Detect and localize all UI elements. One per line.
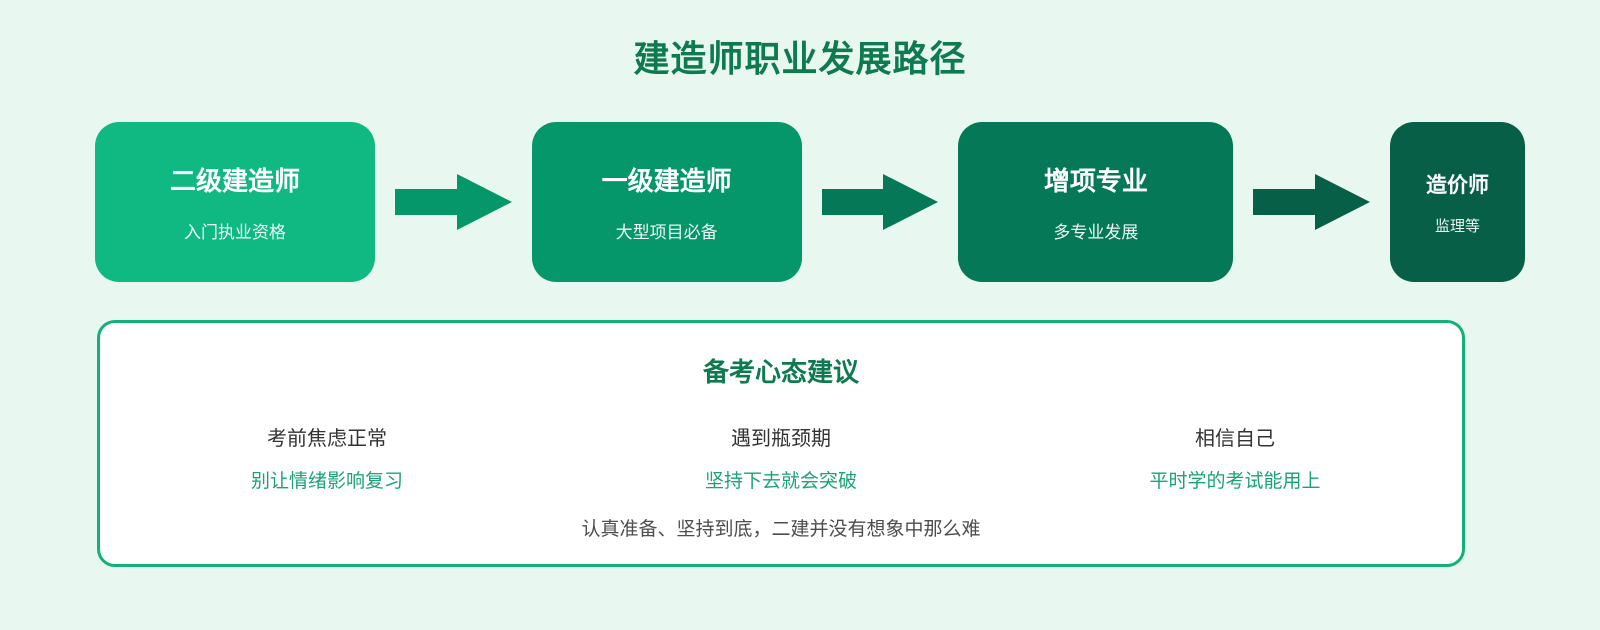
- flow-arrow-3: [1233, 174, 1390, 230]
- step-additional-specialty: 增项专业 多专业发展: [958, 122, 1234, 282]
- step-title: 增项专业: [1043, 166, 1148, 196]
- advice-item-anxiety: 考前焦虑正常 别让情绪影响复习: [100, 425, 554, 495]
- advice-heading: 相信自己: [1195, 428, 1275, 450]
- advice-tip: 坚持下去就会突破: [704, 471, 857, 492]
- step-subtitle: 大型项目必备: [615, 223, 718, 242]
- arrow-head-icon: [456, 174, 512, 230]
- advice-heading: 考前焦虑正常: [267, 428, 387, 450]
- advice-item-bottleneck: 遇到瓶颈期 坚持下去就会突破: [554, 425, 1008, 495]
- flow-arrow-1: [375, 174, 532, 230]
- arrow-head-icon: [883, 174, 939, 230]
- page-title: 建造师职业发展路径: [633, 38, 967, 79]
- advice-tip: 别让情绪影响复习: [250, 471, 403, 492]
- advice-heading: 遇到瓶颈期: [731, 428, 831, 450]
- step-subtitle: 多专业发展: [1053, 223, 1139, 242]
- career-path-flow: 二级建造师 入门执业资格 一级建造师 大型项目必备 增项专业 多专业发展 造价师…: [0, 122, 1600, 282]
- step-title: 一级建造师: [601, 166, 732, 196]
- flow-arrow-2: [802, 174, 959, 230]
- step-level1-constructor: 一级建造师 大型项目必备: [531, 122, 802, 282]
- step-level2-constructor: 二级建造师 入门执业资格: [95, 122, 375, 282]
- advice-tip: 平时学的考试能用上: [1149, 471, 1321, 492]
- step-subtitle: 监理等: [1435, 217, 1481, 235]
- panel-footer-note: 认真准备、坚持到底，二建并没有想象中那么难: [581, 519, 981, 540]
- step-title: 二级建造师: [169, 166, 300, 196]
- step-subtitle: 入门执业资格: [184, 223, 286, 242]
- arrow-shaft: [821, 189, 884, 215]
- advice-item-confidence: 相信自己 平时学的考试能用上: [1008, 425, 1462, 495]
- arrow-shaft: [1253, 189, 1316, 215]
- step-cost-engineer: 造价师 监理等: [1390, 122, 1526, 282]
- step-title: 造价师: [1426, 173, 1490, 197]
- advice-columns: 考前焦虑正常 别让情绪影响复习 遇到瓶颈期 坚持下去就会突破 相信自己 平时学的…: [100, 425, 1462, 495]
- arrow-head-icon: [1315, 174, 1371, 230]
- arrow-shaft: [395, 189, 457, 215]
- exam-mindset-panel: 备考心态建议 考前焦虑正常 别让情绪影响复习 遇到瓶颈期 坚持下去就会突破 相信…: [97, 320, 1465, 567]
- panel-title: 备考心态建议: [702, 357, 859, 387]
